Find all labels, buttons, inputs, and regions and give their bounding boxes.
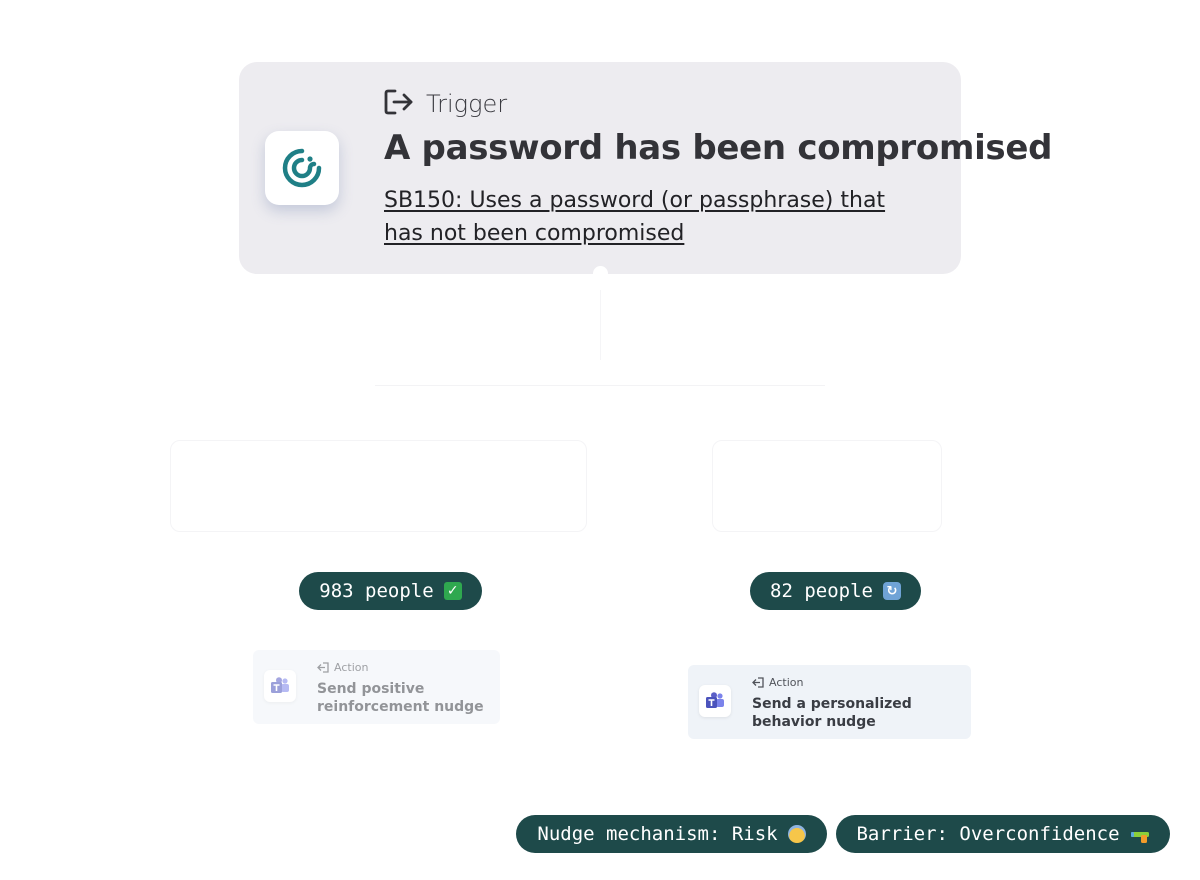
water-pistol-icon <box>1130 827 1150 843</box>
brand-logo-icon <box>265 131 339 205</box>
action-card-left[interactable]: Action Send positive reinforcement nudge <box>253 650 500 724</box>
teams-icon <box>699 685 731 717</box>
standard-link[interactable]: SB150: Uses a password (or passphrase) t… <box>384 188 886 246</box>
people-count-pill-left: 983 people ✓ <box>299 572 482 610</box>
teams-icon <box>264 670 296 702</box>
nudge-mechanism-tag: Nudge mechanism: Risk <box>516 815 827 853</box>
connector-dot[interactable] <box>593 266 608 281</box>
faded-condition-box-right <box>712 440 942 532</box>
barrier-tag: Barrier: Overconfidence <box>836 815 1170 853</box>
action-sign-in-icon <box>752 677 764 688</box>
people-count-right: 82 people <box>770 580 873 602</box>
action-label-row-right: Action <box>752 676 803 689</box>
action-text-right: Send a personalized behavior nudge <box>752 696 912 730</box>
action-label-right: Action <box>769 676 804 689</box>
action-text-left: Send positive reinforcement nudge <box>317 681 484 715</box>
barrier-text: Barrier: Overconfidence <box>856 823 1120 845</box>
anxious-face-icon <box>787 825 806 843</box>
action-label-left: Action <box>334 661 369 674</box>
people-count-pill-right: 82 people ↻ <box>750 572 921 610</box>
refresh-icon: ↻ <box>882 582 901 600</box>
faded-connector-line <box>600 290 601 360</box>
faded-condition-box-left <box>170 440 587 532</box>
nudge-mechanism-text: Nudge mechanism: Risk <box>537 823 778 845</box>
sign-in-icon <box>384 88 414 121</box>
action-card-right[interactable]: Action Send a personalized behavior nudg… <box>688 665 971 739</box>
action-label-row-left: Action <box>317 661 368 674</box>
trigger-label-row: Trigger <box>384 88 507 120</box>
people-count-left: 983 people <box>319 580 434 602</box>
trigger-card[interactable] <box>239 62 961 274</box>
faded-branch-line <box>375 385 825 386</box>
action-sign-in-icon <box>317 662 329 673</box>
trigger-label: Trigger <box>426 90 508 118</box>
check-mark-icon: ✓ <box>443 582 462 600</box>
trigger-title: A password has been compromised <box>384 128 1053 168</box>
